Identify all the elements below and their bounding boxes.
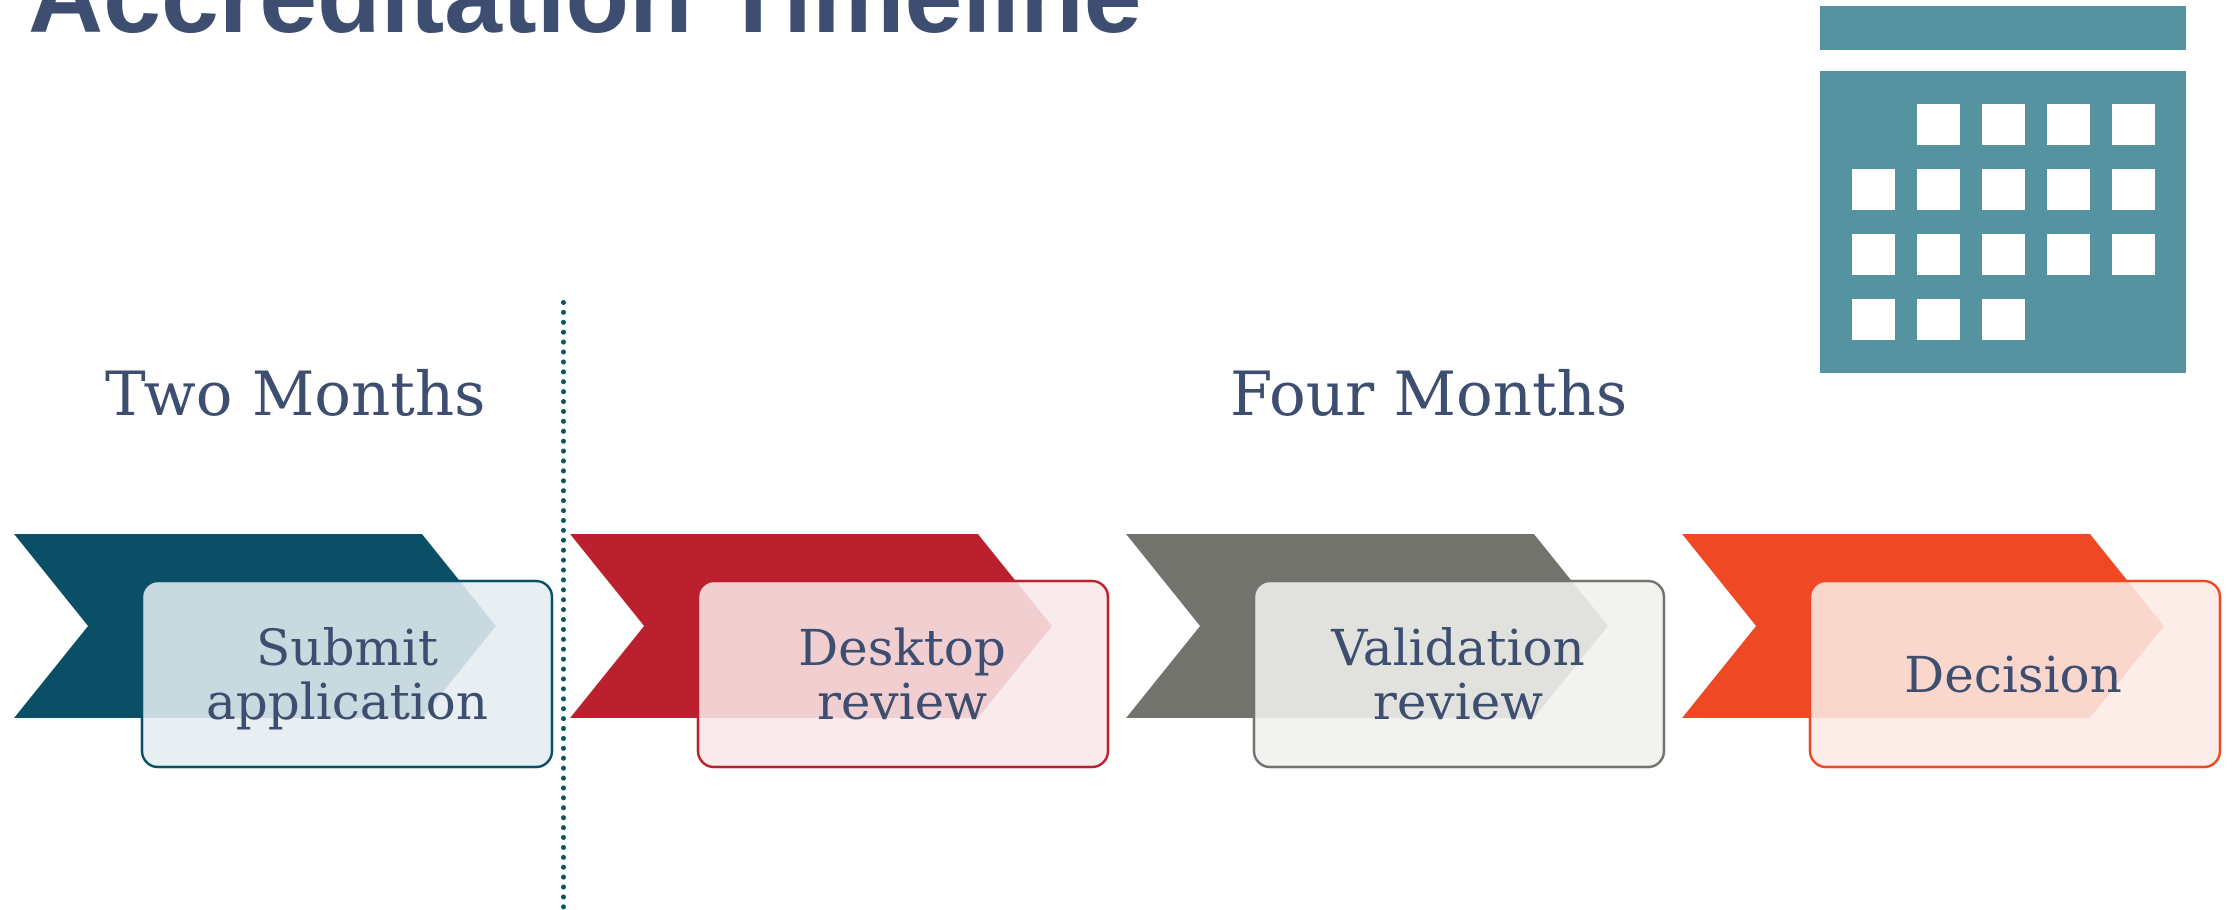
calendar-top-bar <box>1820 6 2186 50</box>
calendar-day-cell <box>1852 299 1895 340</box>
calendar-day-cell <box>1982 234 2025 275</box>
step-box <box>1252 579 1666 769</box>
phase-label-two-months: Two Months <box>105 359 486 430</box>
step-label-submit-application: Submit application <box>205 619 488 731</box>
calendar-day-cell <box>1917 104 1960 145</box>
calendar-day-cell <box>2112 104 2155 145</box>
calendar-day-cell <box>1982 169 2025 210</box>
step-label-validation-review: Validation review <box>1331 619 1585 731</box>
phase-label-four-months: Four Months <box>1230 359 1628 430</box>
calendar-day-cell <box>2112 169 2155 210</box>
page-title: Accreditation Timeline <box>28 0 1141 52</box>
calendar-day-cell <box>1852 169 1895 210</box>
phase-divider <box>561 300 566 910</box>
step-box <box>140 579 554 769</box>
step-label-decision: Decision <box>1904 646 2122 704</box>
calendar-day-cell <box>2047 104 2090 145</box>
calendar-day-cell <box>1917 299 1960 340</box>
calendar-day-cell <box>1982 104 2025 145</box>
step-box <box>696 579 1110 769</box>
calendar-day-cell <box>2112 234 2155 275</box>
calendar-day-cell <box>1852 234 1895 275</box>
calendar-day-cell <box>1917 234 1960 275</box>
calendar-day-cell <box>2047 234 2090 275</box>
calendar-day-cell <box>2047 169 2090 210</box>
step-label-desktop-review: Desktop review <box>798 619 1006 731</box>
step-box <box>1808 579 2222 769</box>
calendar-day-cell <box>1982 299 2025 340</box>
calendar-day-cell <box>1917 169 1960 210</box>
